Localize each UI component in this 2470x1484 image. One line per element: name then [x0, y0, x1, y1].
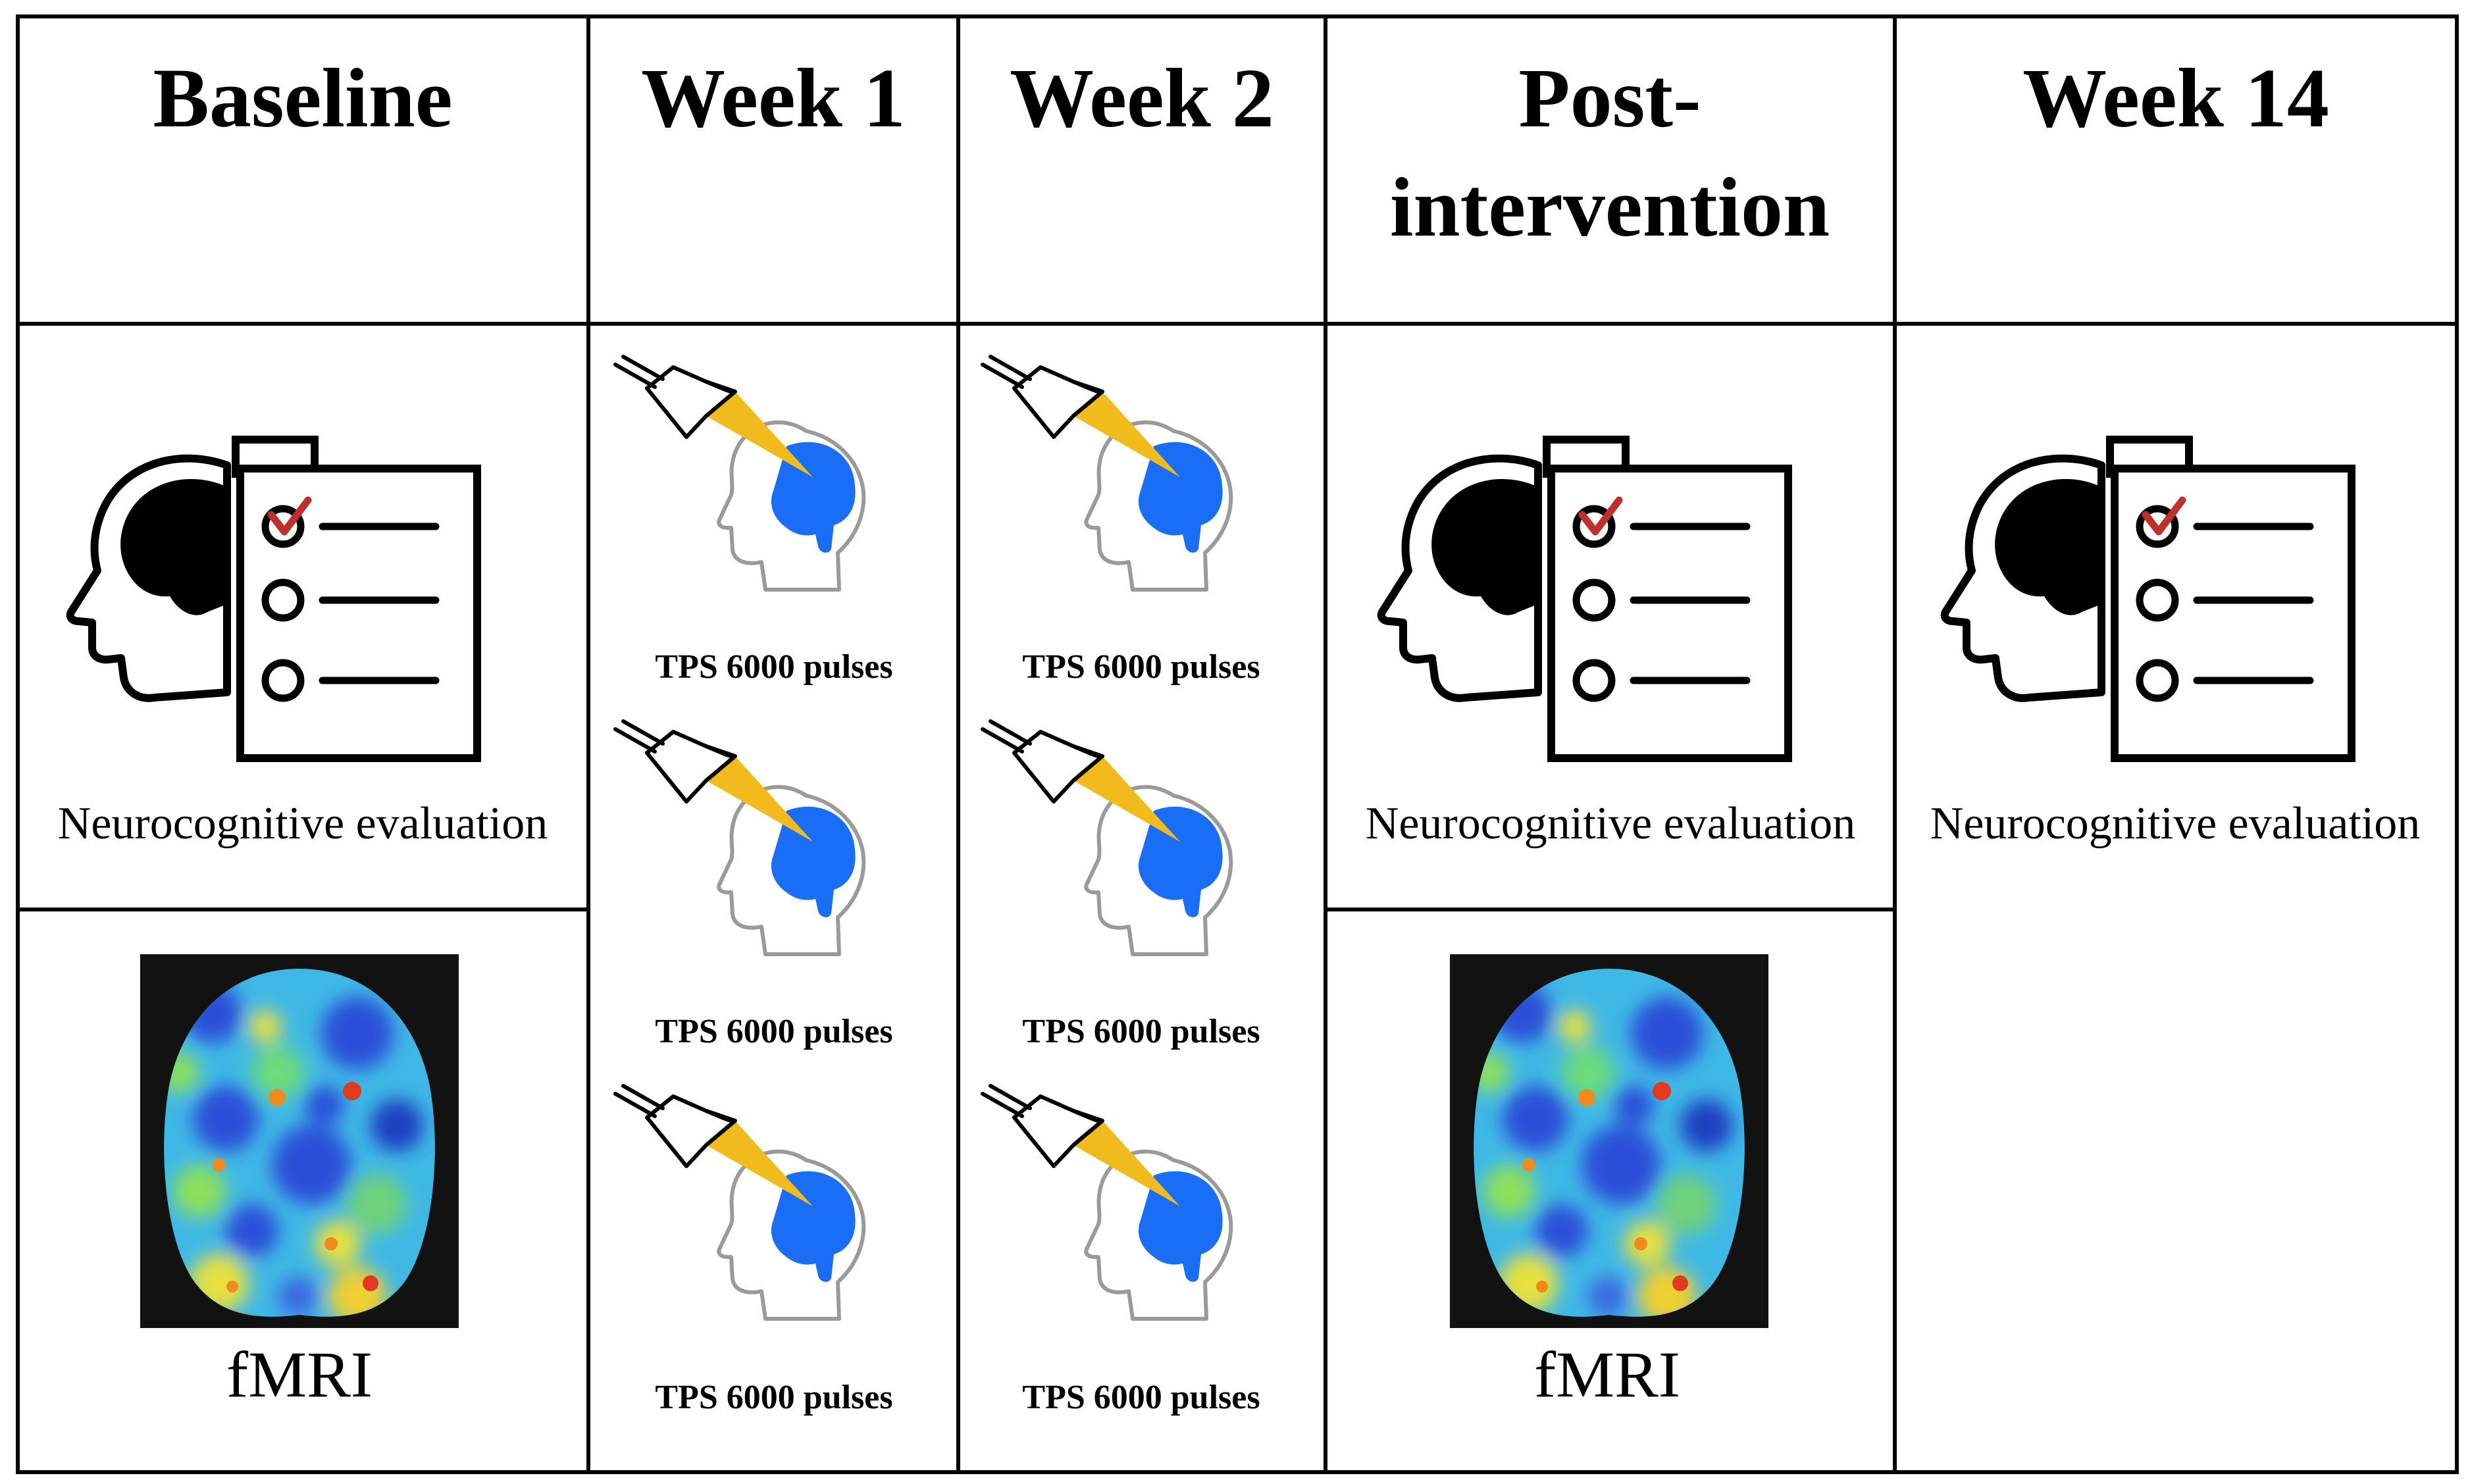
header-post-intervention-line-2: intervention	[1390, 161, 1830, 254]
fmri-brain-scan-image	[140, 954, 459, 1328]
baseline-fmri-cell: fMRI	[140, 954, 459, 1411]
tps-session-label: TPS 6000 pulses	[655, 1013, 892, 1050]
head-clipboard-icon	[1945, 440, 2352, 758]
head-clipboard-icon	[70, 440, 477, 758]
post-intervention-fmri-cell: fMRI	[1450, 954, 1768, 1411]
ultrasound-transducer-head-icon	[615, 357, 863, 590]
week-2-sessions: TPS 6000 pulses TPS 6000 pulses TPS 6000…	[983, 357, 1260, 1416]
ultrasound-transducer-head-icon	[983, 357, 1231, 590]
header-week-14: Week 14	[2022, 51, 2329, 145]
tps-session-label: TPS 6000 pulses	[655, 648, 892, 686]
fmri-label: fMRI	[1534, 1338, 1680, 1411]
header-week-1: Week 1	[641, 51, 906, 145]
fmri-brain-scan-image	[1450, 954, 1768, 1328]
ultrasound-transducer-head-icon	[615, 721, 863, 954]
neurocognitive-evaluation-label: Neurocognitive evaluation	[1930, 798, 2420, 849]
ultrasound-transducer-head-icon	[983, 721, 1231, 954]
fmri-label: fMRI	[226, 1338, 373, 1411]
tps-session-label: TPS 6000 pulses	[1022, 1379, 1260, 1416]
ultrasound-transducer-head-icon	[615, 1086, 863, 1319]
week-1-sessions: TPS 6000 pulses TPS 6000 pulses TPS 6000…	[615, 357, 893, 1416]
header-post-intervention-line-1: Post-	[1518, 51, 1701, 145]
neurocognitive-evaluation-label: Neurocognitive evaluation	[58, 798, 548, 849]
ultrasound-transducer-head-icon	[983, 1086, 1231, 1319]
tps-session-label: TPS 6000 pulses	[1022, 1013, 1260, 1050]
header-week-2: Week 2	[1010, 51, 1274, 145]
neurocognitive-evaluation-label: Neurocognitive evaluation	[1366, 798, 1855, 849]
week-14-neurocognitive-cell: Neurocognitive evaluation	[1930, 440, 2420, 849]
column-headers: Baseline Week 1 Week 2 Post- interventio…	[153, 51, 2328, 254]
tps-session-label: TPS 6000 pulses	[1022, 648, 1260, 686]
post-intervention-neurocognitive-cell: Neurocognitive evaluation	[1366, 440, 1855, 849]
tps-session-label: TPS 6000 pulses	[655, 1379, 892, 1416]
baseline-neurocognitive-cell: Neurocognitive evaluation	[58, 440, 548, 849]
header-baseline: Baseline	[153, 51, 452, 145]
table-grid	[16, 14, 2459, 1474]
head-clipboard-icon	[1381, 440, 1788, 758]
